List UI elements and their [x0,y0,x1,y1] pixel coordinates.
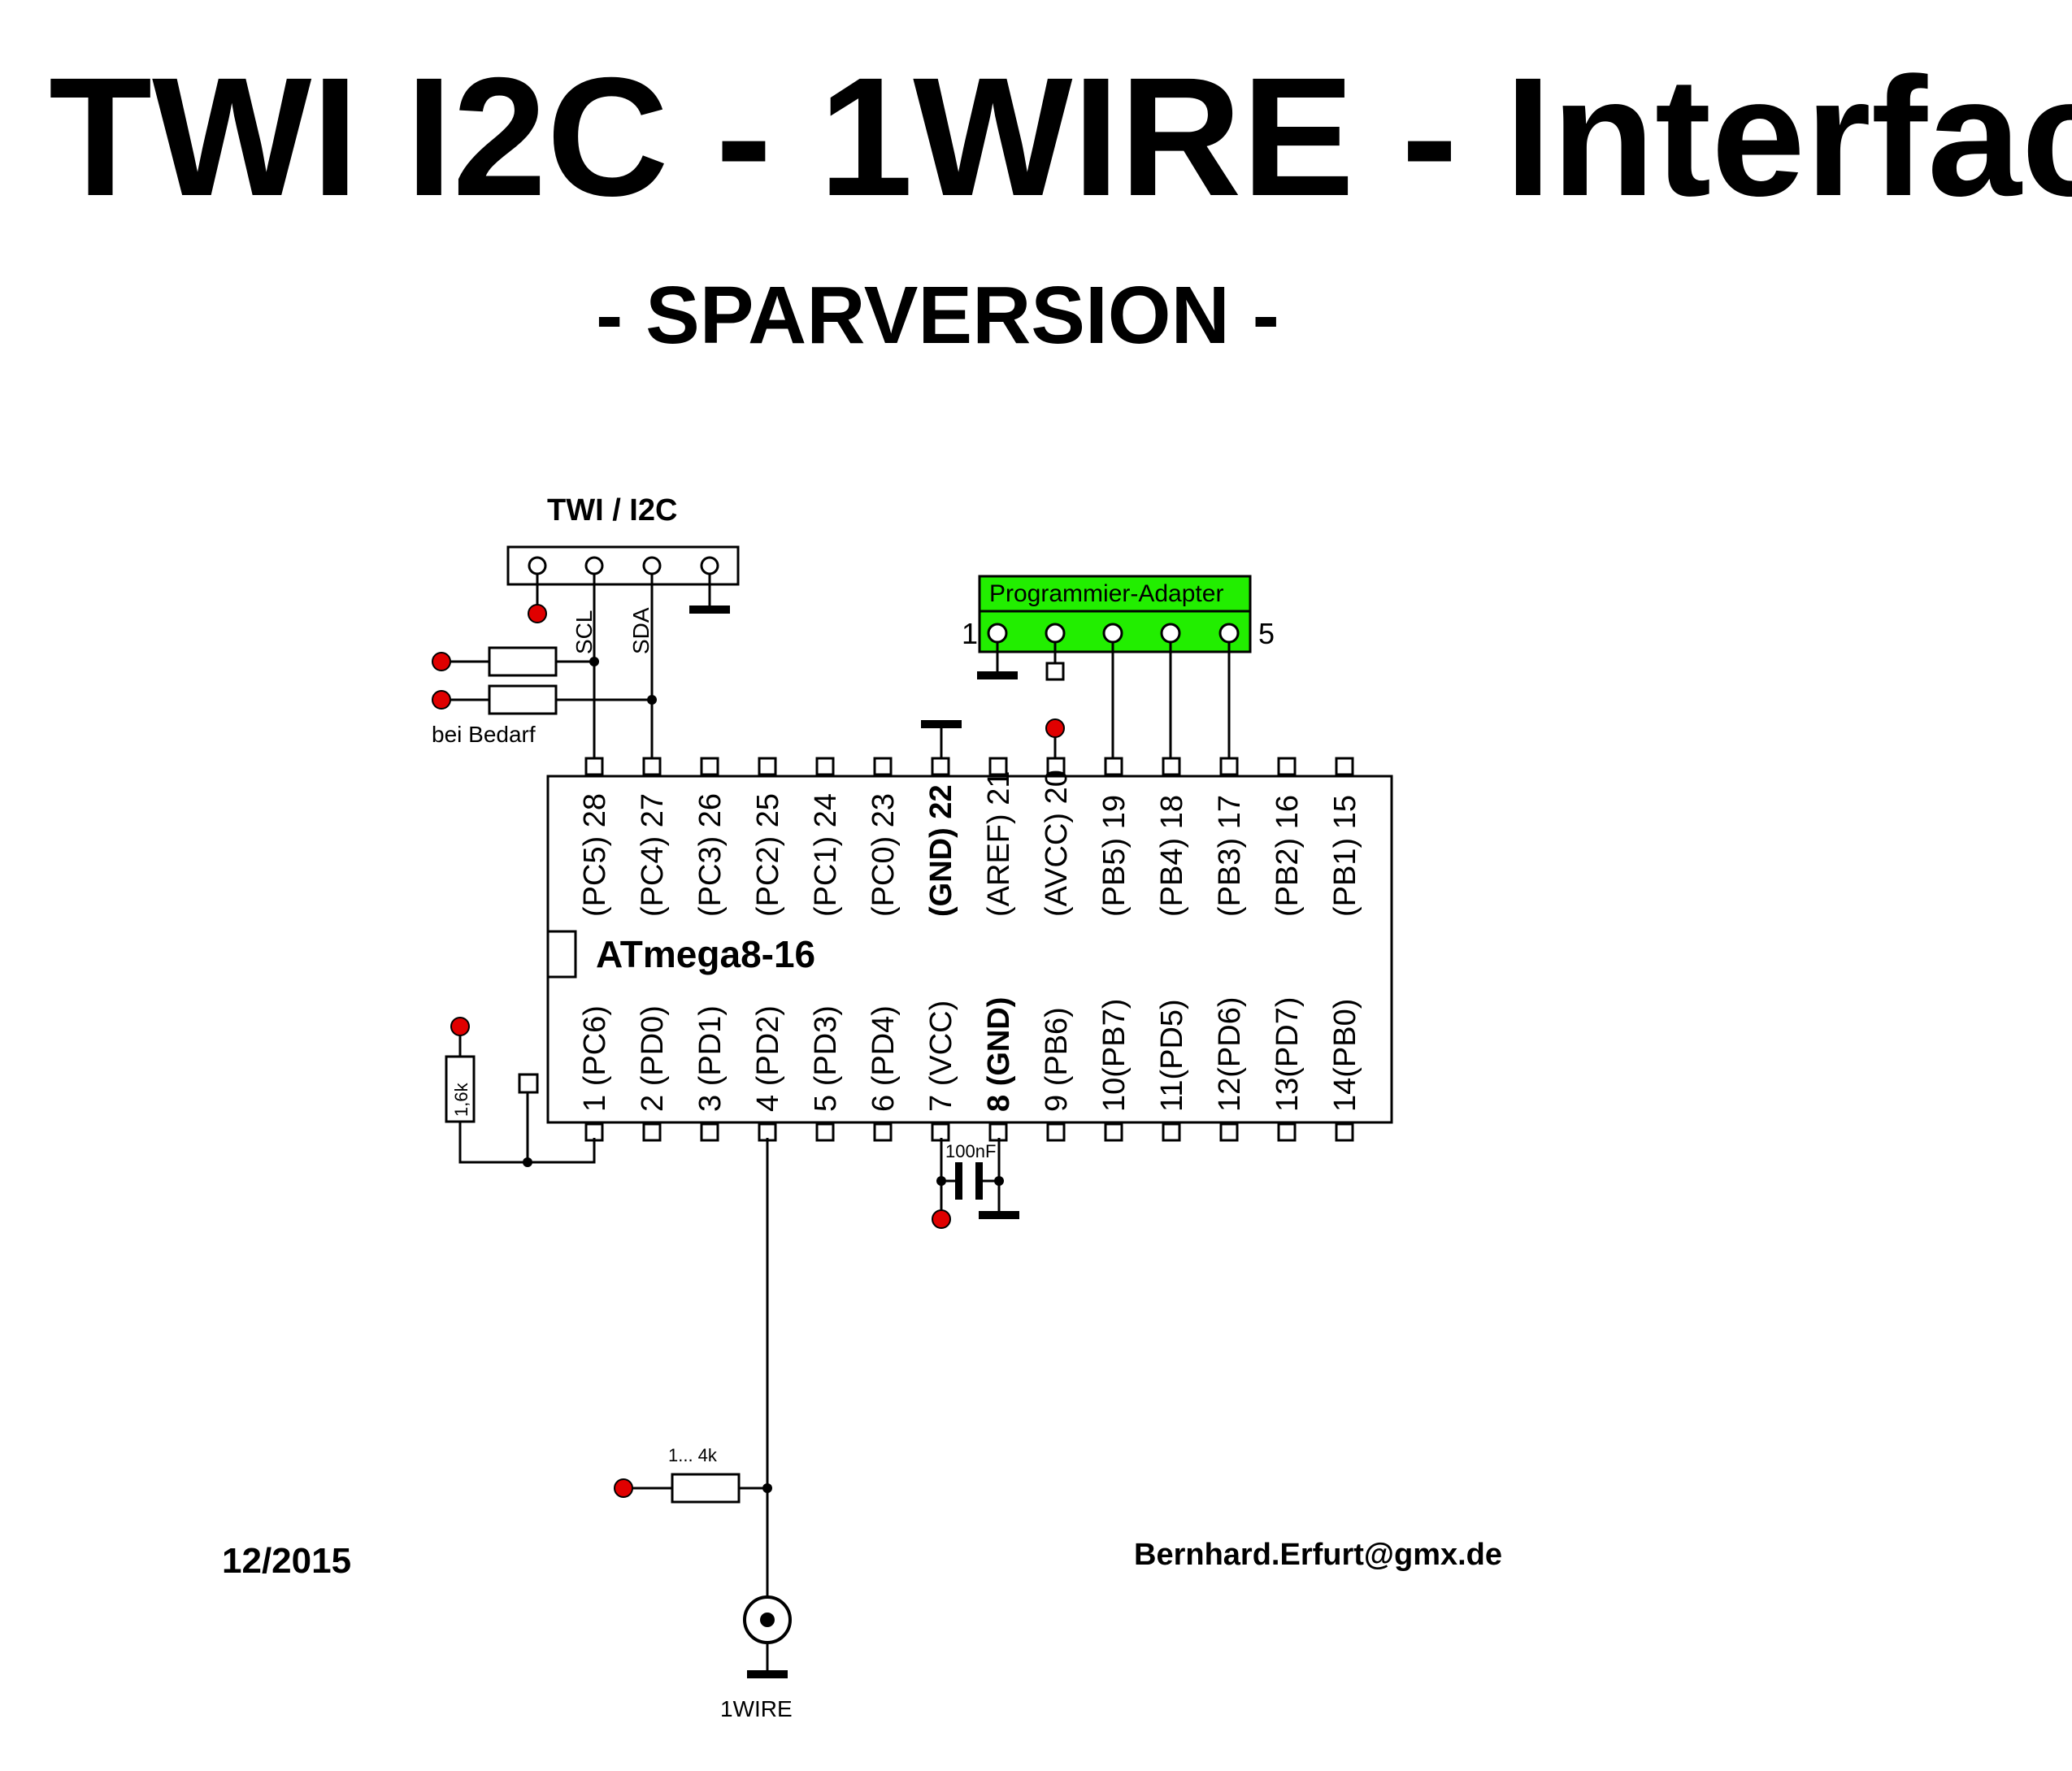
junction-dot [994,1176,1004,1186]
chip-pin-label-top: (PC0) 23 [867,793,901,917]
programmer-adapter-label: Programmier-Adapter [989,580,1223,607]
chip-pin-pad-bottom [700,1122,719,1142]
chip-pin-pad-top [1277,757,1297,776]
junction-dot [762,1483,772,1493]
gnd-symbol [747,1670,788,1678]
chip-pin-label-bottom: 9 (PB6) [1040,1007,1074,1112]
chip-pin-label-bottom: 11(PD5) [1155,999,1189,1112]
chip-pin-label-bottom: 13(PD7) [1271,997,1305,1113]
gnd-symbol [921,720,962,728]
chip-pin-label-bottom: 8 (GND) [982,997,1016,1112]
chip-pin-pad-top [1104,757,1123,776]
chip-pin-label-top: (PB1) 15 [1328,795,1362,917]
chip-notch [546,930,577,979]
chip-pin-pad-top [988,757,1008,776]
vcc-dot [432,690,451,710]
chip-pin-pad-top [931,757,950,776]
chip-pin-label-bottom: 14(PB0) [1328,999,1362,1112]
chip-pin-label-top: (PC2) 25 [751,793,785,917]
chip-pin-pad-top [1162,757,1181,776]
atmega8-chip [546,775,1393,1124]
onewire-connector-center [760,1613,775,1627]
chip-pin-label-bottom: 6 (PD4) [867,1005,901,1112]
programmer-pin-1-label: 1 [962,617,978,650]
chip-pin-pad-top [700,757,719,776]
chip-pin-pad-bottom [1277,1122,1297,1142]
chip-pin-pad-top [758,757,777,776]
page-subtitle: - SPARVERSION - [596,270,1279,361]
vcc-dot [1045,718,1065,738]
chip-pin-label-bottom: 12(PD6) [1213,997,1247,1113]
programmer-adapter-label-box [978,575,1252,613]
chip-pin-label-top: (PC3) 26 [693,793,728,917]
vcc-dot [932,1209,951,1229]
chip-pin-pad-bottom [1219,1122,1239,1142]
chip-pin-label-bottom: 2 (PD0) [636,1005,670,1112]
chip-pin-label-bottom: 7 (VCC) [924,1001,958,1112]
sda-label: SDA [628,607,654,654]
chip-pin-pad-top [1219,757,1239,776]
chip-pin-label-top: (PC4) 27 [636,793,670,917]
chip-pin-pad-bottom [1046,1122,1066,1142]
capacitor-plate [975,1162,983,1200]
vcc-dot [432,652,451,671]
chip-pin-label-top: (PC1) 24 [809,793,843,917]
gnd-symbol [977,671,1018,679]
gnd-symbol [689,606,730,614]
chip-pin-pad-bottom [1162,1122,1181,1142]
chip-pin-pad-bottom [815,1122,835,1142]
vcc-dot [450,1017,470,1036]
chip-pin-label-top: (PB2) 16 [1271,795,1305,917]
junction-dot [647,695,657,705]
chip-pin-label-top: (AREF) 21 [982,771,1016,917]
onewire-pullup-resistor [671,1473,741,1504]
chip-pin-label-top: (PB5) 19 [1097,795,1132,917]
sda-pullup-resistor [488,684,558,715]
capacitor-plate [955,1162,962,1200]
scl-pullup-resistor [488,646,558,677]
chip-pin-pad-top [873,757,893,776]
twi-header-label: TWI / I2C [547,493,677,527]
date: 12/2015 [222,1541,351,1581]
chip-pin-pad-top [1046,757,1066,776]
chip-pin-pad-bottom [642,1122,662,1142]
chip-pin-pad-bottom [1335,1122,1354,1142]
chip-pin-pad-top [1335,757,1354,776]
reset-open-terminal [518,1073,539,1094]
author-email: Bernhard.Erfurt@gmx.de [1134,1538,1502,1572]
capacitor-label: 100nF [945,1141,996,1161]
chip-pin-pad-top [642,757,662,776]
chip-pin-label-top: (PC5) 28 [578,793,612,917]
pullup-note: bei Bedarf [432,722,536,747]
vcc-dot [614,1478,633,1498]
junction-dot [589,657,599,666]
open-terminal [1045,662,1065,681]
vcc-dot [528,604,547,623]
junction-dot [936,1176,946,1186]
page-title: TWI I2C - 1WIRE - Interface [49,43,2072,232]
chip-pin-label-bottom: 4 (PD2) [751,1005,785,1112]
chip-pin-label-top: (AVCC) 20 [1040,770,1074,917]
onewire-label: 1WIRE [720,1696,793,1721]
reset-resistor-label: 1,6k [451,1082,471,1117]
programmer-pin-5-label: 5 [1258,617,1275,650]
chip-name: ATmega8-16 [596,933,815,975]
chip-pin-pad-top [584,757,604,776]
chip-pin-pad-top [815,757,835,776]
chip-pin-label-bottom: 10(PB7) [1097,999,1132,1112]
chip-pin-pad-bottom [1104,1122,1123,1142]
chip-pin-label-bottom: 5 (PD3) [809,1005,843,1112]
chip-pins: (PC5) 28 (PC4) 27 (PC3) 26 (PC2) 25 (PC1) 24… [578,757,1362,1142]
chip-pin-label-top: (GND) 22 [924,784,958,917]
chip-pin-label-bottom: 1 (PC6) [578,1005,612,1112]
onewire-resistor-label: 1... 4k [668,1445,718,1465]
scl-label: SCL [571,610,597,654]
chip-pin-label-bottom: 3 (PD1) [693,1005,728,1112]
gnd-symbol [979,1211,1019,1219]
chip-pin-pad-bottom [873,1122,893,1142]
chip-pin-label-top: (PB3) 17 [1213,795,1247,917]
junction-dot [523,1157,532,1167]
chip-pin-label-top: (PB4) 18 [1155,795,1189,917]
